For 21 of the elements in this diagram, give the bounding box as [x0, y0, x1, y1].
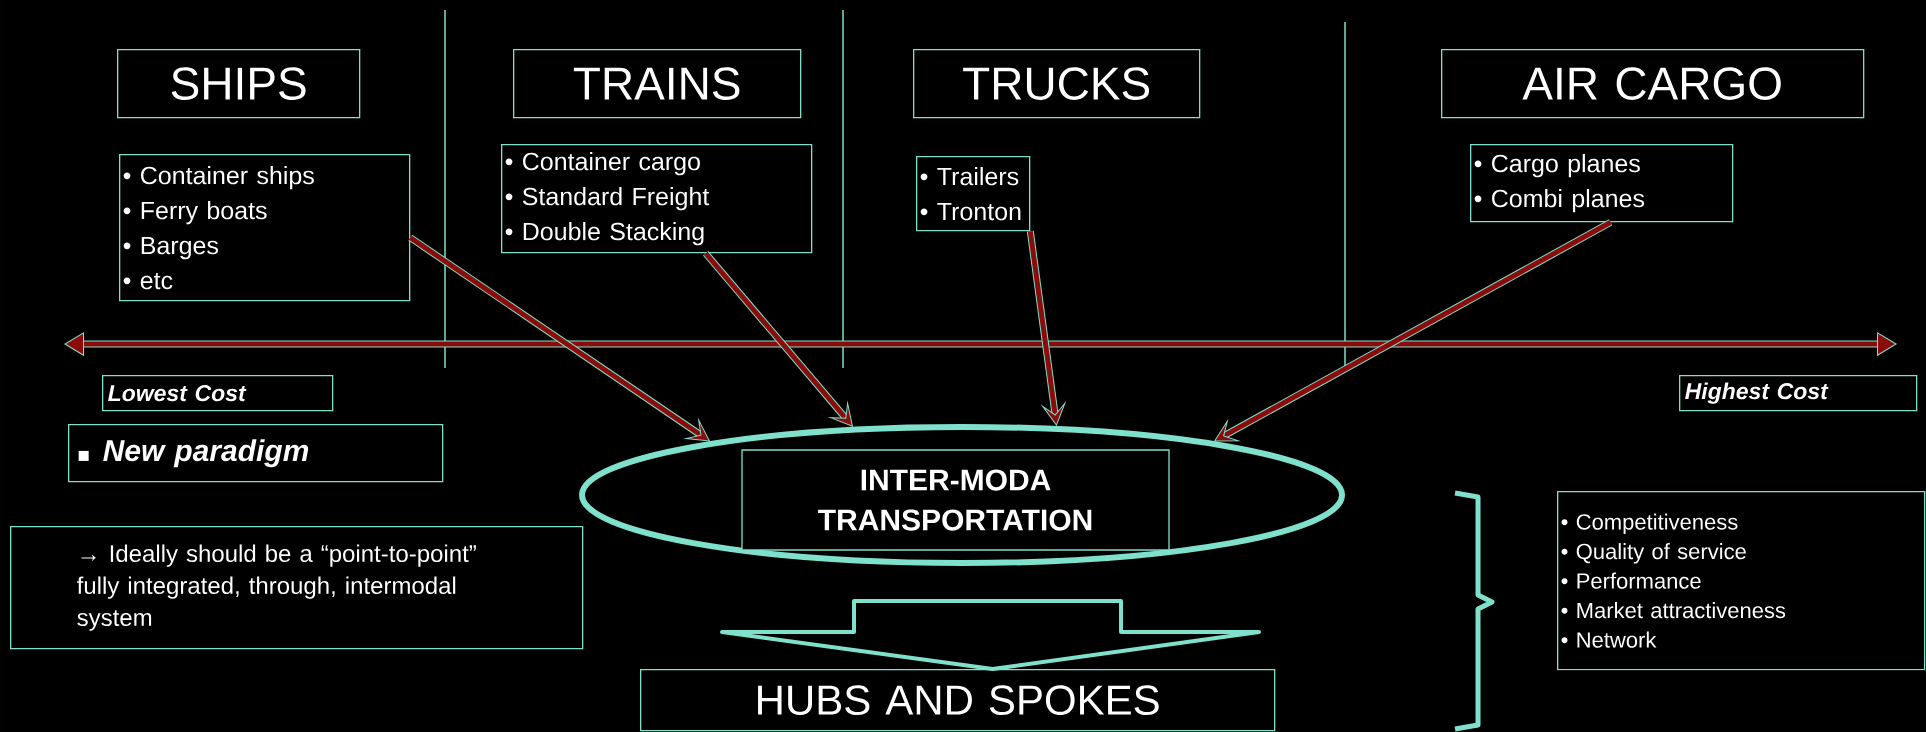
arrow	[703, 251, 853, 427]
note-box: → Ideally should be a “point-to-point” fully integrated, through, intermodal system	[10, 526, 584, 650]
arrow	[1026, 230, 1066, 426]
mode-heading-box: SHIPS	[117, 49, 361, 119]
paradigm-box: New paradigm	[68, 424, 444, 483]
mode-heading-box: AIR CARGO	[1441, 49, 1865, 119]
cost-label-box: Highest Cost	[1679, 375, 1918, 412]
bullet-list-box: • Trailers • Tronton	[916, 156, 1031, 232]
bullet-list-box: • Competitiveness • Quality of service • Performance • Market attractiveness • Network	[1557, 491, 1926, 671]
ellipse-outline	[579, 424, 1345, 566]
title-box: INTER-MODA TRANSPORTATION	[741, 449, 1170, 551]
result-box: HUBS AND SPOKES	[640, 669, 1276, 732]
mode-heading-box: TRAINS	[513, 49, 802, 119]
mode-heading-box: TRUCKS	[913, 49, 1201, 119]
bullet-list-box: • Container cargo • Standard Freight • Double Stacking	[501, 144, 813, 254]
block-arrow	[720, 599, 1261, 671]
cost-label-box: Lowest Cost	[102, 375, 334, 412]
bullet-list-box: • Container ships • Ferry boats • Barges • etc	[119, 154, 411, 302]
arrow	[1214, 219, 1613, 442]
arrow	[408, 234, 710, 442]
bullet-list-box: • Cargo planes • Combi planes	[1470, 144, 1734, 223]
